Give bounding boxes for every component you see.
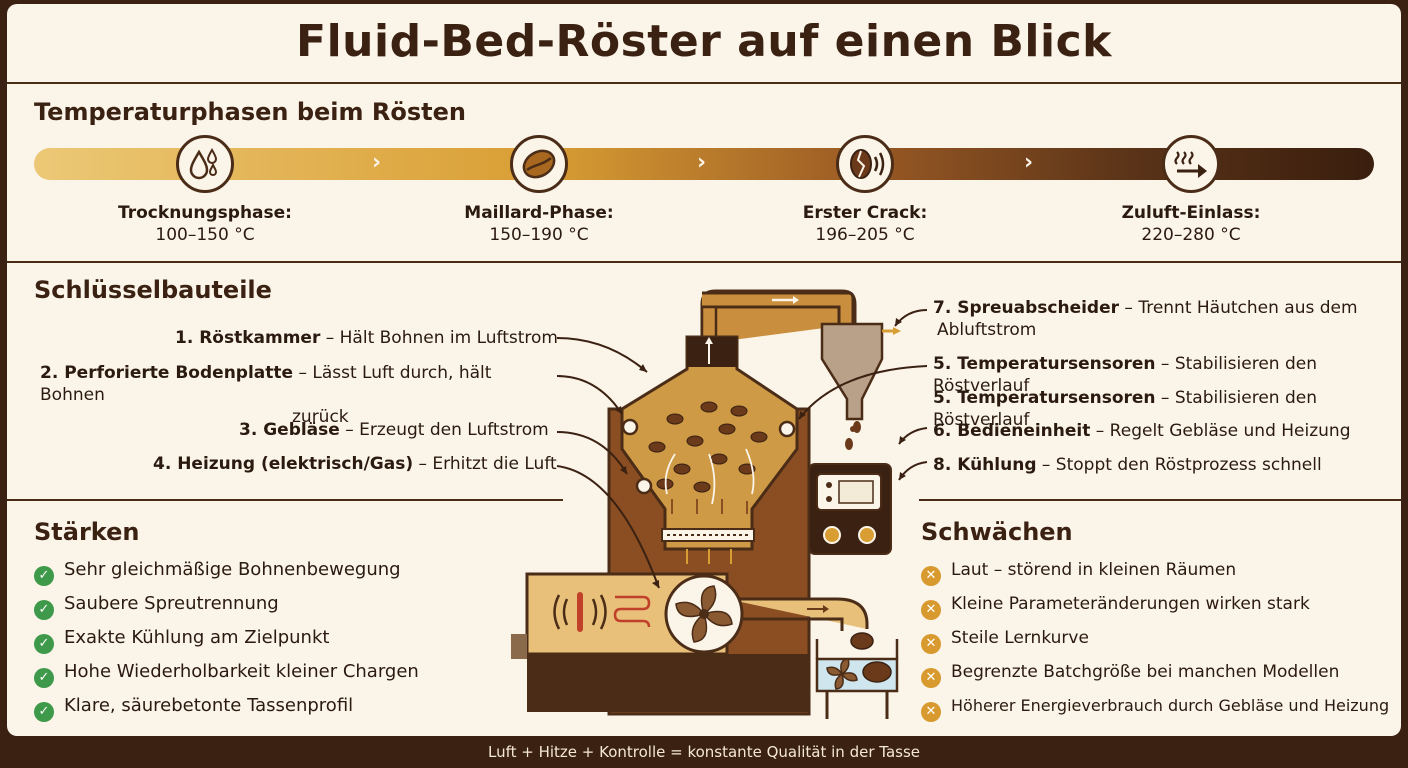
list-item: ✓Exakte Kühlung am Zielpunkt: [34, 627, 329, 654]
hot-air-arrow-icon: [1162, 135, 1220, 193]
infographic-card: Fluid-Bed-Röster auf einen Blick Tempera…: [7, 4, 1401, 736]
label-control-unit: 6. Bedieneinheit – Regelt Gebläse und He…: [933, 421, 1351, 441]
label-temperature-sensors-2: 5. Temperatursensoren – Stabilisieren de…: [933, 388, 1317, 430]
water-drops-icon: [176, 135, 234, 193]
coffee-bean-icon: [510, 135, 568, 193]
title-band: Fluid-Bed-Röster auf einen Blick: [7, 4, 1401, 84]
list-item: ✓Saubere Spreutrennung: [34, 593, 279, 620]
phase-label-drying: Trocknungsphase:100–150 °C: [118, 203, 292, 245]
label-heater: 4. Heizung (elektrisch/Gas) – Erhitzt di…: [153, 454, 557, 474]
x-icon: ✕: [921, 634, 941, 654]
phase-label-maillard: Maillard-Phase:150–190 °C: [464, 203, 614, 245]
check-icon: ✓: [34, 566, 54, 586]
label-chaff-collector: 7. Spreuabscheider – Trennt Häutchen aus…: [933, 298, 1358, 340]
list-item: ✕Kleine Parameteränderungen wirken stark: [921, 593, 1310, 620]
section-divider: [7, 261, 1401, 263]
phase-label-first-crack: Erster Crack:196–205 °C: [802, 203, 928, 245]
chevron-right-icon: ›: [1024, 150, 1034, 175]
components-heading: Schlüsselbauteile: [34, 276, 272, 304]
list-item: ✕Steile Lernkurve: [921, 627, 1089, 654]
section-divider: [7, 499, 563, 501]
label-perforated-plate: 2. Perforierte Bodenplatte – Lässt Luft …: [40, 363, 492, 427]
temperature-gradient-bar: [34, 148, 1374, 180]
leader-lines-left: [556, 337, 660, 589]
phase-label-inlet: Zuluft-Einlass:220–280 °C: [1121, 203, 1261, 245]
chevron-right-icon: ›: [697, 150, 707, 175]
label-temperature-sensors: 5. Temperatursensoren – Stabilisieren de…: [933, 354, 1317, 396]
list-item: ✕Laut – störend in kleinen Räumen: [921, 559, 1236, 586]
chevron-right-icon: ›: [372, 150, 382, 175]
label-blower: 3. Gebläse – Erzeugt den Luftstrom: [239, 420, 549, 440]
x-icon: ✕: [921, 702, 941, 722]
label-cooling: 8. Kühlung – Stoppt den Röstprozess schn…: [933, 455, 1322, 475]
check-icon: ✓: [34, 634, 54, 654]
weaknesses-heading: Schwächen: [921, 518, 1073, 546]
phases-heading: Temperaturphasen beim Rösten: [34, 98, 466, 126]
list-item: ✓Klare, säurebetonte Tassenprofil: [34, 695, 353, 722]
footer-tagline: Luft + Hitze + Kontrolle = konstante Qua…: [487, 743, 920, 761]
check-icon: ✓: [34, 600, 54, 620]
list-item: ✓Hohe Wiederholbarkeit kleiner Chargen: [34, 661, 419, 688]
x-icon: ✕: [921, 600, 941, 620]
x-icon: ✕: [921, 566, 941, 586]
label-roasting-chamber: 1. Röstkammer – Hält Bohnen im Luftstrom: [175, 328, 558, 348]
strengths-heading: Stärken: [34, 518, 140, 546]
list-item: ✓Sehr gleichmäßige Bohnenbewegung: [34, 559, 401, 586]
section-divider: [919, 499, 1401, 501]
check-icon: ✓: [34, 668, 54, 688]
list-item: ✕Höherer Energieverbrauch durch Gebläse …: [921, 695, 1389, 722]
roaster-illustration: [511, 289, 901, 719]
page-title: Fluid-Bed-Röster auf einen Blick: [296, 16, 1112, 67]
list-item: ✕Begrenzte Batchgröße bei manchen Modell…: [921, 661, 1339, 688]
cracking-bean-icon: [836, 135, 894, 193]
check-icon: ✓: [34, 702, 54, 722]
x-icon: ✕: [921, 668, 941, 688]
leader-lines-right: [798, 309, 928, 481]
